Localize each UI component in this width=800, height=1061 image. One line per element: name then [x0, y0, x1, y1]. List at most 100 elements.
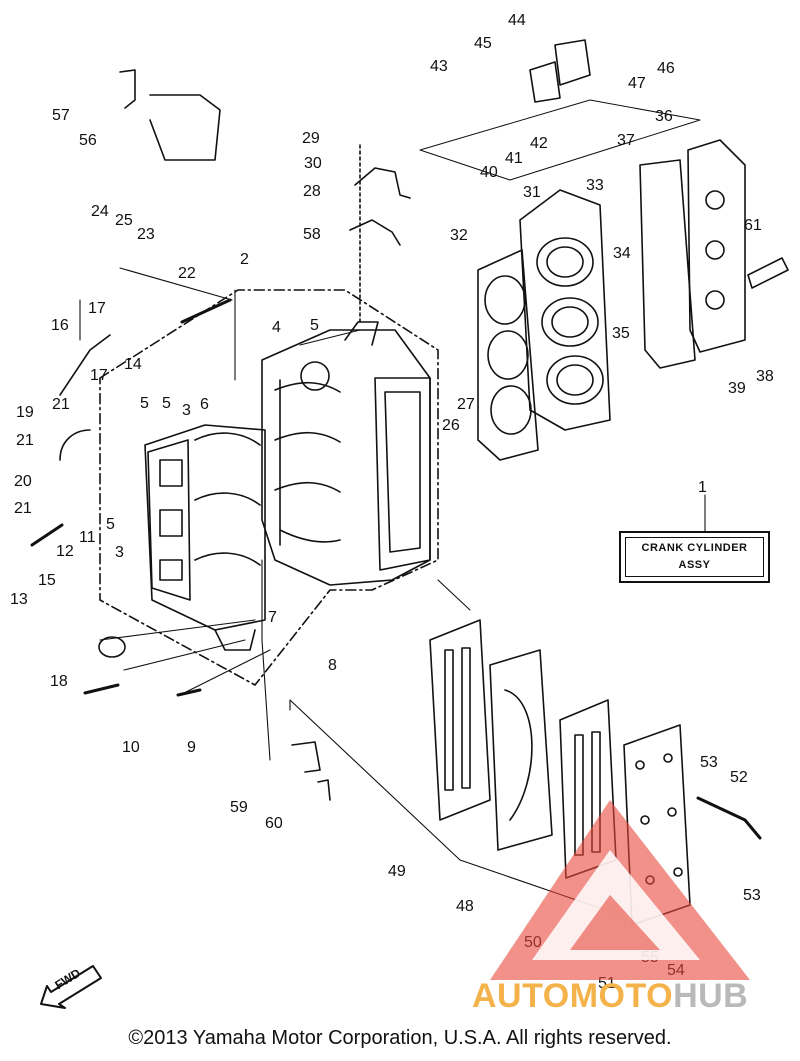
callout-34: 34: [613, 245, 631, 262]
callout-24: 24: [91, 203, 109, 220]
callout-17: 17: [90, 367, 108, 384]
crankcase-left-half: [144, 424, 266, 651]
callout-57: 57: [52, 107, 70, 124]
callout-30: 30: [304, 155, 322, 172]
cover-gasket: [639, 159, 696, 369]
watermark-brand-part1: AUTOMOTO: [472, 977, 674, 1015]
callout-21: 21: [14, 500, 32, 517]
callout-32: 32: [450, 227, 468, 244]
callout-27: 27: [457, 396, 475, 413]
callout-58: 58: [303, 226, 321, 243]
hose-20: [59, 429, 91, 461]
callout-10: 10: [122, 739, 140, 756]
callout-21: 21: [16, 432, 34, 449]
bracket-58: [349, 219, 401, 246]
thermostat-cover: [554, 39, 591, 86]
callout-13: 13: [10, 591, 28, 608]
bracket-59: [291, 741, 321, 773]
callout-5: 5: [310, 317, 319, 334]
bolt-10: [83, 683, 120, 695]
callout-53: 53: [700, 754, 718, 771]
callout-3: 3: [115, 544, 124, 561]
watermark-brand-part2: HUB: [673, 977, 749, 1015]
callout-23: 23: [137, 226, 155, 243]
thermostat-gasket: [529, 61, 561, 103]
callout-60: 60: [265, 815, 283, 832]
callout-42: 42: [530, 135, 548, 152]
callout-39: 39: [728, 380, 746, 397]
callout-46: 46: [657, 60, 675, 77]
callout-61: 61: [744, 217, 762, 234]
callout-17: 17: [88, 300, 106, 317]
callout-43: 43: [430, 58, 448, 75]
callout-36: 36: [655, 108, 673, 125]
callout-21: 21: [52, 396, 70, 413]
exhaust-gasket-49: [429, 619, 491, 821]
stud-bolt: [180, 298, 232, 324]
callout-56: 56: [79, 132, 97, 149]
callout-26: 26: [442, 417, 460, 434]
callout-35: 35: [612, 325, 630, 342]
callout-9: 9: [187, 739, 196, 756]
water-pipe-52: [696, 796, 762, 840]
watermark-brand: AUTOMOTOHUB: [472, 978, 748, 1014]
head-gasket: [477, 249, 539, 461]
callout-5: 5: [162, 395, 171, 412]
callout-53: 53: [743, 887, 761, 904]
callout-25: 25: [115, 212, 133, 229]
callout-15: 15: [38, 572, 56, 589]
copyright-notice: ©2013 Yamaha Motor Corporation, U.S.A. A…: [128, 1027, 672, 1049]
callout-1: 1: [698, 479, 707, 496]
callout-31: 31: [523, 184, 541, 201]
callout-49: 49: [388, 863, 406, 880]
callout-20: 20: [14, 473, 32, 490]
exhaust-inner-cover-48: [489, 649, 553, 851]
assembly-boundary: [99, 289, 439, 686]
callout-5: 5: [106, 516, 115, 533]
spark-plug: [747, 257, 789, 289]
callout-38: 38: [756, 368, 774, 385]
callout-6: 6: [200, 396, 209, 413]
callout-12: 12: [56, 543, 74, 560]
crankcase-block: [261, 321, 431, 586]
bracket-28: [354, 167, 411, 199]
callout-37: 37: [617, 132, 635, 149]
bolt-13: [30, 523, 64, 547]
callout-28: 28: [303, 183, 321, 200]
callout-18: 18: [50, 673, 68, 690]
callout-5: 5: [140, 395, 149, 412]
cylinder-head: [519, 189, 611, 431]
callout-47: 47: [628, 75, 646, 92]
assembly-label-line2: ASSY: [678, 559, 711, 571]
bolt-60: [317, 779, 331, 801]
callout-11: 11: [79, 529, 96, 546]
callout-29: 29: [302, 130, 320, 147]
callout-22: 22: [178, 265, 196, 282]
callout-16: 16: [51, 317, 69, 334]
callout-14: 14: [124, 356, 142, 373]
callout-8: 8: [328, 657, 337, 674]
callout-48: 48: [456, 898, 474, 915]
watermark-logo: [490, 800, 750, 980]
callout-52: 52: [730, 769, 748, 786]
callout-41: 41: [505, 150, 523, 167]
callout-40: 40: [480, 164, 498, 181]
callout-44: 44: [508, 12, 526, 29]
callout-2: 2: [240, 251, 249, 268]
callout-33: 33: [586, 177, 604, 194]
hose-16: [59, 334, 111, 396]
forward-arrow-icon: [40, 965, 102, 1009]
callout-4: 4: [272, 319, 281, 336]
cylinder-head-cover: [687, 139, 746, 353]
callout-3: 3: [182, 402, 191, 419]
callout-7: 7: [268, 609, 277, 626]
bracket-56: [119, 69, 221, 161]
assembly-label-box: CRANK CYLINDER ASSY: [619, 531, 770, 583]
assembly-label-line1: CRANK CYLINDER: [641, 542, 748, 554]
callout-59: 59: [230, 799, 248, 816]
callout-45: 45: [474, 35, 492, 52]
oil-seal-18: [98, 636, 126, 658]
callout-19: 19: [16, 404, 34, 421]
